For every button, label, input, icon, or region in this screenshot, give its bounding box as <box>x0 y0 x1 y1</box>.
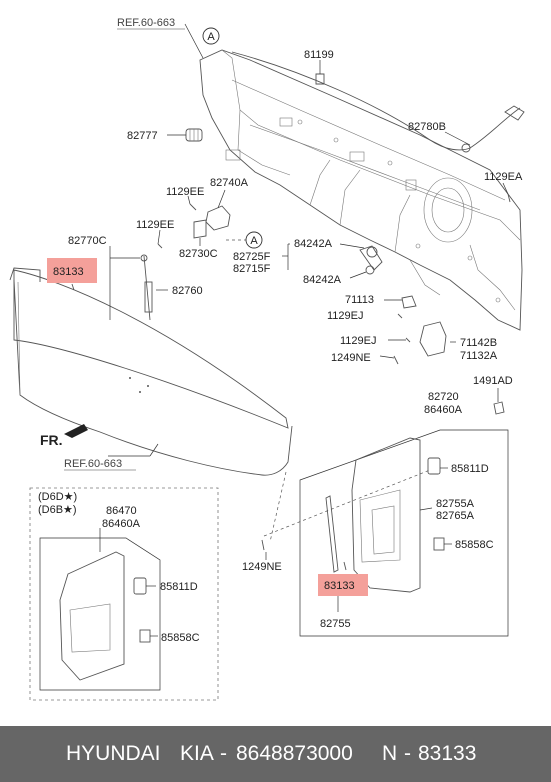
label-84242a-1: 84242A <box>294 238 333 250</box>
label-85858c-2: 85858C <box>161 632 200 644</box>
footer-brand-2: KIA <box>180 742 214 765</box>
label-d6d: (D6D★) <box>38 491 77 503</box>
left-inset <box>29 487 219 701</box>
label-82740a: 82740A <box>210 177 249 189</box>
label-82720: 82720 <box>428 391 459 403</box>
label-1129ee-1: 1129EE <box>166 186 204 198</box>
label-85811d-1: 85811D <box>451 463 489 475</box>
ref-bottom: REF.60-663 <box>64 458 122 470</box>
label-86460a-2: 86460A <box>102 518 141 530</box>
label-82760: 82760 <box>172 285 203 297</box>
label-83133-bottom: 83133 <box>324 580 355 592</box>
label-85811d-2: 85811D <box>160 581 198 593</box>
diagram-canvas: A A REF.60-663 REF.60-663 81199 82777 82… <box>9 17 525 701</box>
label-82715f: 82715F <box>233 263 271 275</box>
label-83133-top: 83133 <box>53 266 84 278</box>
rear-panel-drawing <box>199 49 525 331</box>
label-85858c-1: 85858C <box>455 539 494 551</box>
small-parts-top <box>140 60 511 415</box>
ref-top: REF.60-663 <box>117 17 175 29</box>
label-1129ej-1: 1129EJ <box>327 310 364 322</box>
label-82730c: 82730C <box>179 248 218 260</box>
label-82770c: 82770C <box>68 235 107 247</box>
front-arrow <box>64 424 88 438</box>
label-71132a: 71132A <box>460 350 498 362</box>
label-86470: 86470 <box>106 505 137 517</box>
circle-a-marker-2: A <box>245 231 263 249</box>
label-82725f: 82725F <box>233 251 271 263</box>
label-82755: 82755 <box>320 618 351 630</box>
label-82765a: 82765A <box>436 510 475 522</box>
label-1129ea: 1129EA <box>484 171 523 183</box>
highlight-83133-bottom <box>318 574 368 596</box>
part-labels: 81199 82777 82780B 1129EA 82740A 1129EE … <box>38 49 523 644</box>
label-1129ee-2: 1129EE <box>136 219 174 231</box>
label-82755a: 82755A <box>436 498 475 510</box>
reference-labels: REF.60-663 REF.60-663 <box>64 17 185 471</box>
tailgate-drawing <box>9 267 293 476</box>
footer-dash-1: - <box>220 742 227 765</box>
footer-bar: HYUNDAI KIA - 8648873000 N - 83133 <box>0 726 551 782</box>
label-84242a-2: 84242A <box>303 274 342 286</box>
label-d6b: (D6B★) <box>38 504 77 516</box>
footer-n: N <box>382 742 398 765</box>
label-86460a-1: 86460A <box>424 404 463 416</box>
footer-part-number: 8648873000 <box>236 742 353 765</box>
label-82780b: 82780B <box>408 121 446 133</box>
footer-brand: HYUNDAI <box>66 742 161 765</box>
highlight-83133-top <box>47 258 97 283</box>
circle-a-label-2: A <box>250 235 258 247</box>
label-71113: 71113 <box>345 294 374 306</box>
label-71142b: 71142B <box>460 337 497 349</box>
label-82777: 82777 <box>127 130 158 142</box>
leader-lines <box>108 23 509 457</box>
label-1249ne-2: 1249NE <box>242 561 282 573</box>
label-1491ad: 1491AD <box>473 375 513 387</box>
footer-dash-2: - <box>404 742 411 765</box>
footer-ref-number: 83133 <box>418 742 477 765</box>
label-81199: 81199 <box>304 49 334 61</box>
right-inset <box>261 429 509 637</box>
label-fr: FR. <box>40 432 63 448</box>
circle-a-marker-1: A <box>202 27 220 45</box>
label-1129ej-2: 1129EJ <box>340 335 377 347</box>
circle-a-label-1: A <box>207 31 215 43</box>
label-1249ne-1: 1249NE <box>331 352 371 364</box>
